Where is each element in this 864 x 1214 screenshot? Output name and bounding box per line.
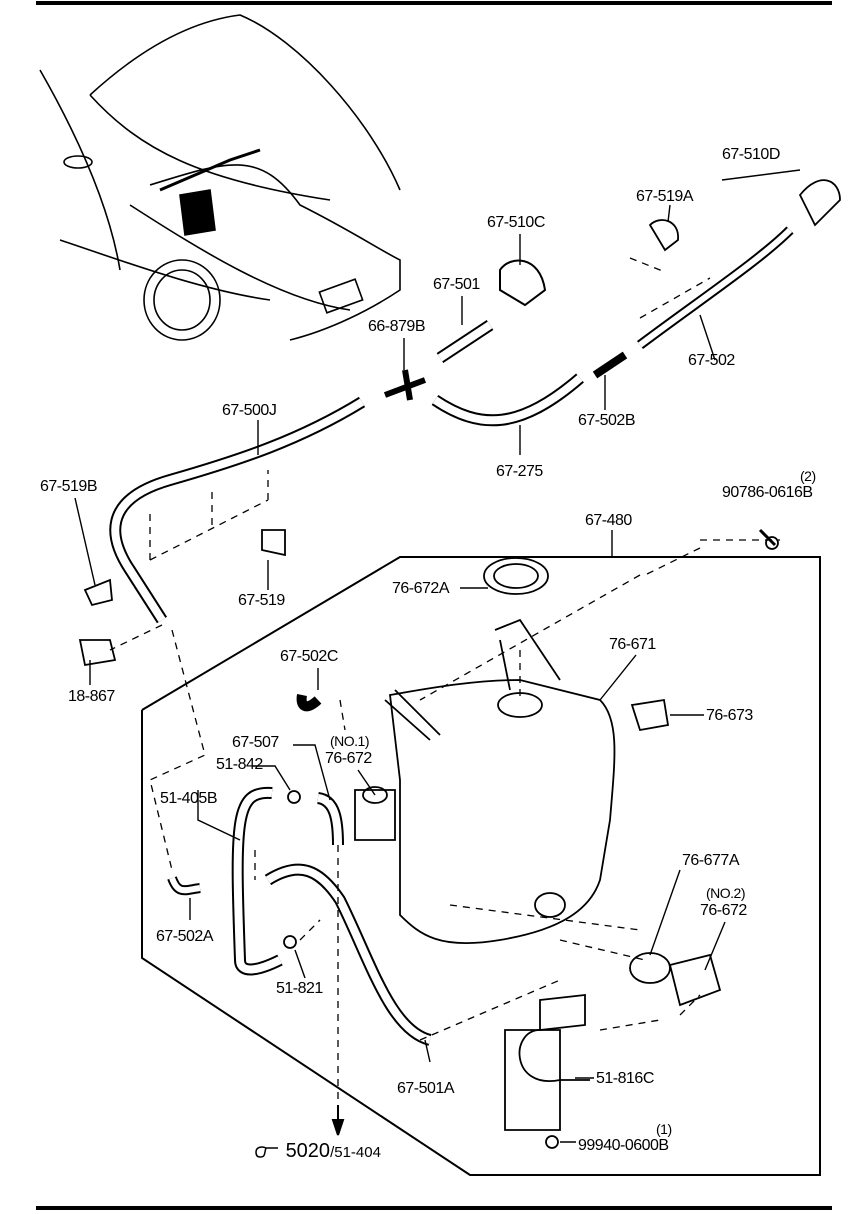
part-label-76-672-no2[interactable]: 76-672 [700, 902, 747, 919]
part-quantity-90786: (2) [800, 468, 816, 484]
part-label-67-501A[interactable]: 67-501A [397, 1080, 455, 1097]
reference-link[interactable]: 5020/51-404 [254, 1140, 381, 1163]
part-label-51-842[interactable]: 51-842 [216, 756, 263, 773]
part-label-67-480[interactable]: 67-480 [585, 512, 632, 529]
part-label-67-519B[interactable]: 67-519B [40, 478, 98, 495]
leader-lines [74, 169, 801, 1143]
washer-tank [354, 557, 722, 1149]
part-label-67-510C[interactable]: 67-510C [487, 214, 545, 231]
part-label-67-502B[interactable]: 67-502B [578, 412, 636, 429]
part-label-67-502[interactable]: 67-502 [688, 352, 735, 369]
pointing-hand-icon [255, 1146, 278, 1158]
part-label-90786-0616B[interactable]: 90786-0616B [722, 484, 813, 501]
reference-sub: /51-404 [330, 1144, 381, 1161]
assembly-outline [141, 556, 821, 1176]
part-label-76-673[interactable]: 76-673 [706, 707, 753, 724]
part-note-no1: (NO.1) [330, 733, 370, 749]
part-label-76-671[interactable]: 76-671 [609, 636, 656, 653]
part-label-51-816C[interactable]: 51-816C [596, 1070, 654, 1087]
upper-hoses [78, 179, 841, 667]
part-label-67-510D[interactable]: 67-510D [722, 146, 780, 163]
part-label-67-500J[interactable]: 67-500J [222, 402, 277, 419]
part-quantity-99940: (1) [656, 1121, 672, 1137]
part-label-99940-0600B[interactable]: 99940-0600B [578, 1137, 669, 1154]
lower-hoses [167, 694, 432, 1046]
part-label-67-502C[interactable]: 67-502C [280, 648, 338, 665]
dashed-lines [109, 257, 780, 1130]
part-label-67-519A[interactable]: 67-519A [636, 188, 694, 205]
part-note-no2: (NO.2) [706, 885, 746, 901]
part-label-67-501[interactable]: 67-501 [433, 276, 480, 293]
part-label-51-821[interactable]: 51-821 [276, 980, 323, 997]
part-label-76-677A[interactable]: 76-677A [682, 852, 740, 869]
part-label-51-405B[interactable]: 51-405B [160, 790, 218, 807]
part-label-67-275[interactable]: 67-275 [496, 463, 543, 480]
part-label-67-502A[interactable]: 67-502A [156, 928, 214, 945]
part-label-76-672-no1[interactable]: 76-672 [325, 750, 372, 767]
part-label-67-507[interactable]: 67-507 [232, 734, 279, 751]
reference-main: 5020 [285, 1140, 331, 1162]
car-illustration [39, 14, 401, 341]
arrow-down-icon [331, 1105, 345, 1136]
part-label-66-879B[interactable]: 66-879B [368, 318, 426, 335]
part-label-76-672A[interactable]: 76-672A [392, 580, 450, 597]
part-label-18-867[interactable]: 18-867 [68, 688, 115, 705]
part-label-67-519[interactable]: 67-519 [238, 592, 285, 609]
